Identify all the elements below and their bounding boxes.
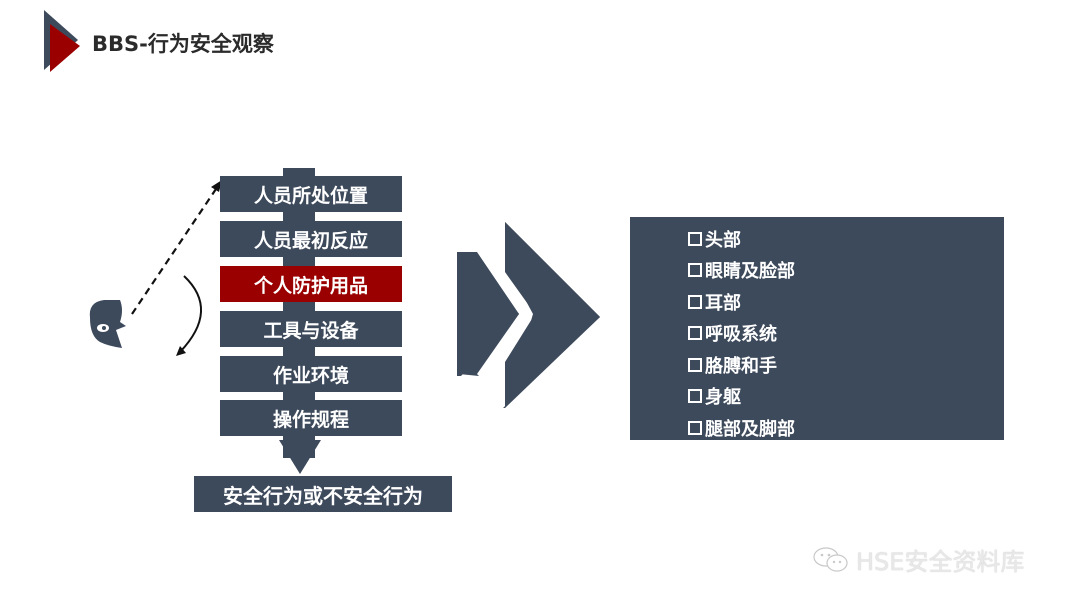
checkbox-icon (688, 326, 702, 341)
logo-triangle-icon (44, 10, 80, 72)
step-initial-reaction: 人员最初反应 (220, 221, 402, 257)
checkbox-icon (688, 294, 702, 309)
checkbox-icon (688, 263, 702, 278)
ppe-item-ears: 耳部 (688, 286, 1004, 318)
ppe-item-torso: 身躯 (688, 381, 1004, 413)
ppe-body-parts-panel: 头部 眼睛及脸部 耳部 呼吸系统 胳膊和手 身躯 腿部及脚部 (630, 217, 1004, 440)
step-tools-equipment: 工具与设备 (220, 311, 402, 347)
page-title: BBS-行为安全观察 (92, 32, 274, 56)
wechat-icon (813, 546, 848, 572)
ppe-item-eyes-face: 眼睛及脸部 (688, 255, 1004, 287)
ppe-item-respiratory: 呼吸系统 (688, 318, 1004, 350)
observer-diagram (89, 180, 222, 356)
observer-head-icon (89, 300, 126, 348)
watermark: HSE安全资料库 (812, 542, 1024, 577)
checkbox-icon (688, 231, 702, 246)
result-box: 安全行为或不安全行为 (194, 476, 452, 512)
double-chevron-icon (457, 222, 600, 408)
step-procedures: 操作规程 (220, 400, 402, 436)
ppe-item-legs-feet: 腿部及脚部 (688, 412, 1004, 444)
ppe-item-arms-hands: 胳膊和手 (688, 349, 1004, 381)
ppe-item-head: 头部 (688, 223, 1004, 255)
checkbox-icon (688, 357, 702, 372)
down-arrow-icon (279, 440, 321, 474)
step-ppe: 个人防护用品 (220, 266, 402, 302)
checkbox-icon (688, 420, 702, 435)
step-personnel-position: 人员所处位置 (220, 176, 402, 212)
checkbox-icon (688, 389, 702, 404)
step-work-environment: 作业环境 (220, 356, 402, 392)
